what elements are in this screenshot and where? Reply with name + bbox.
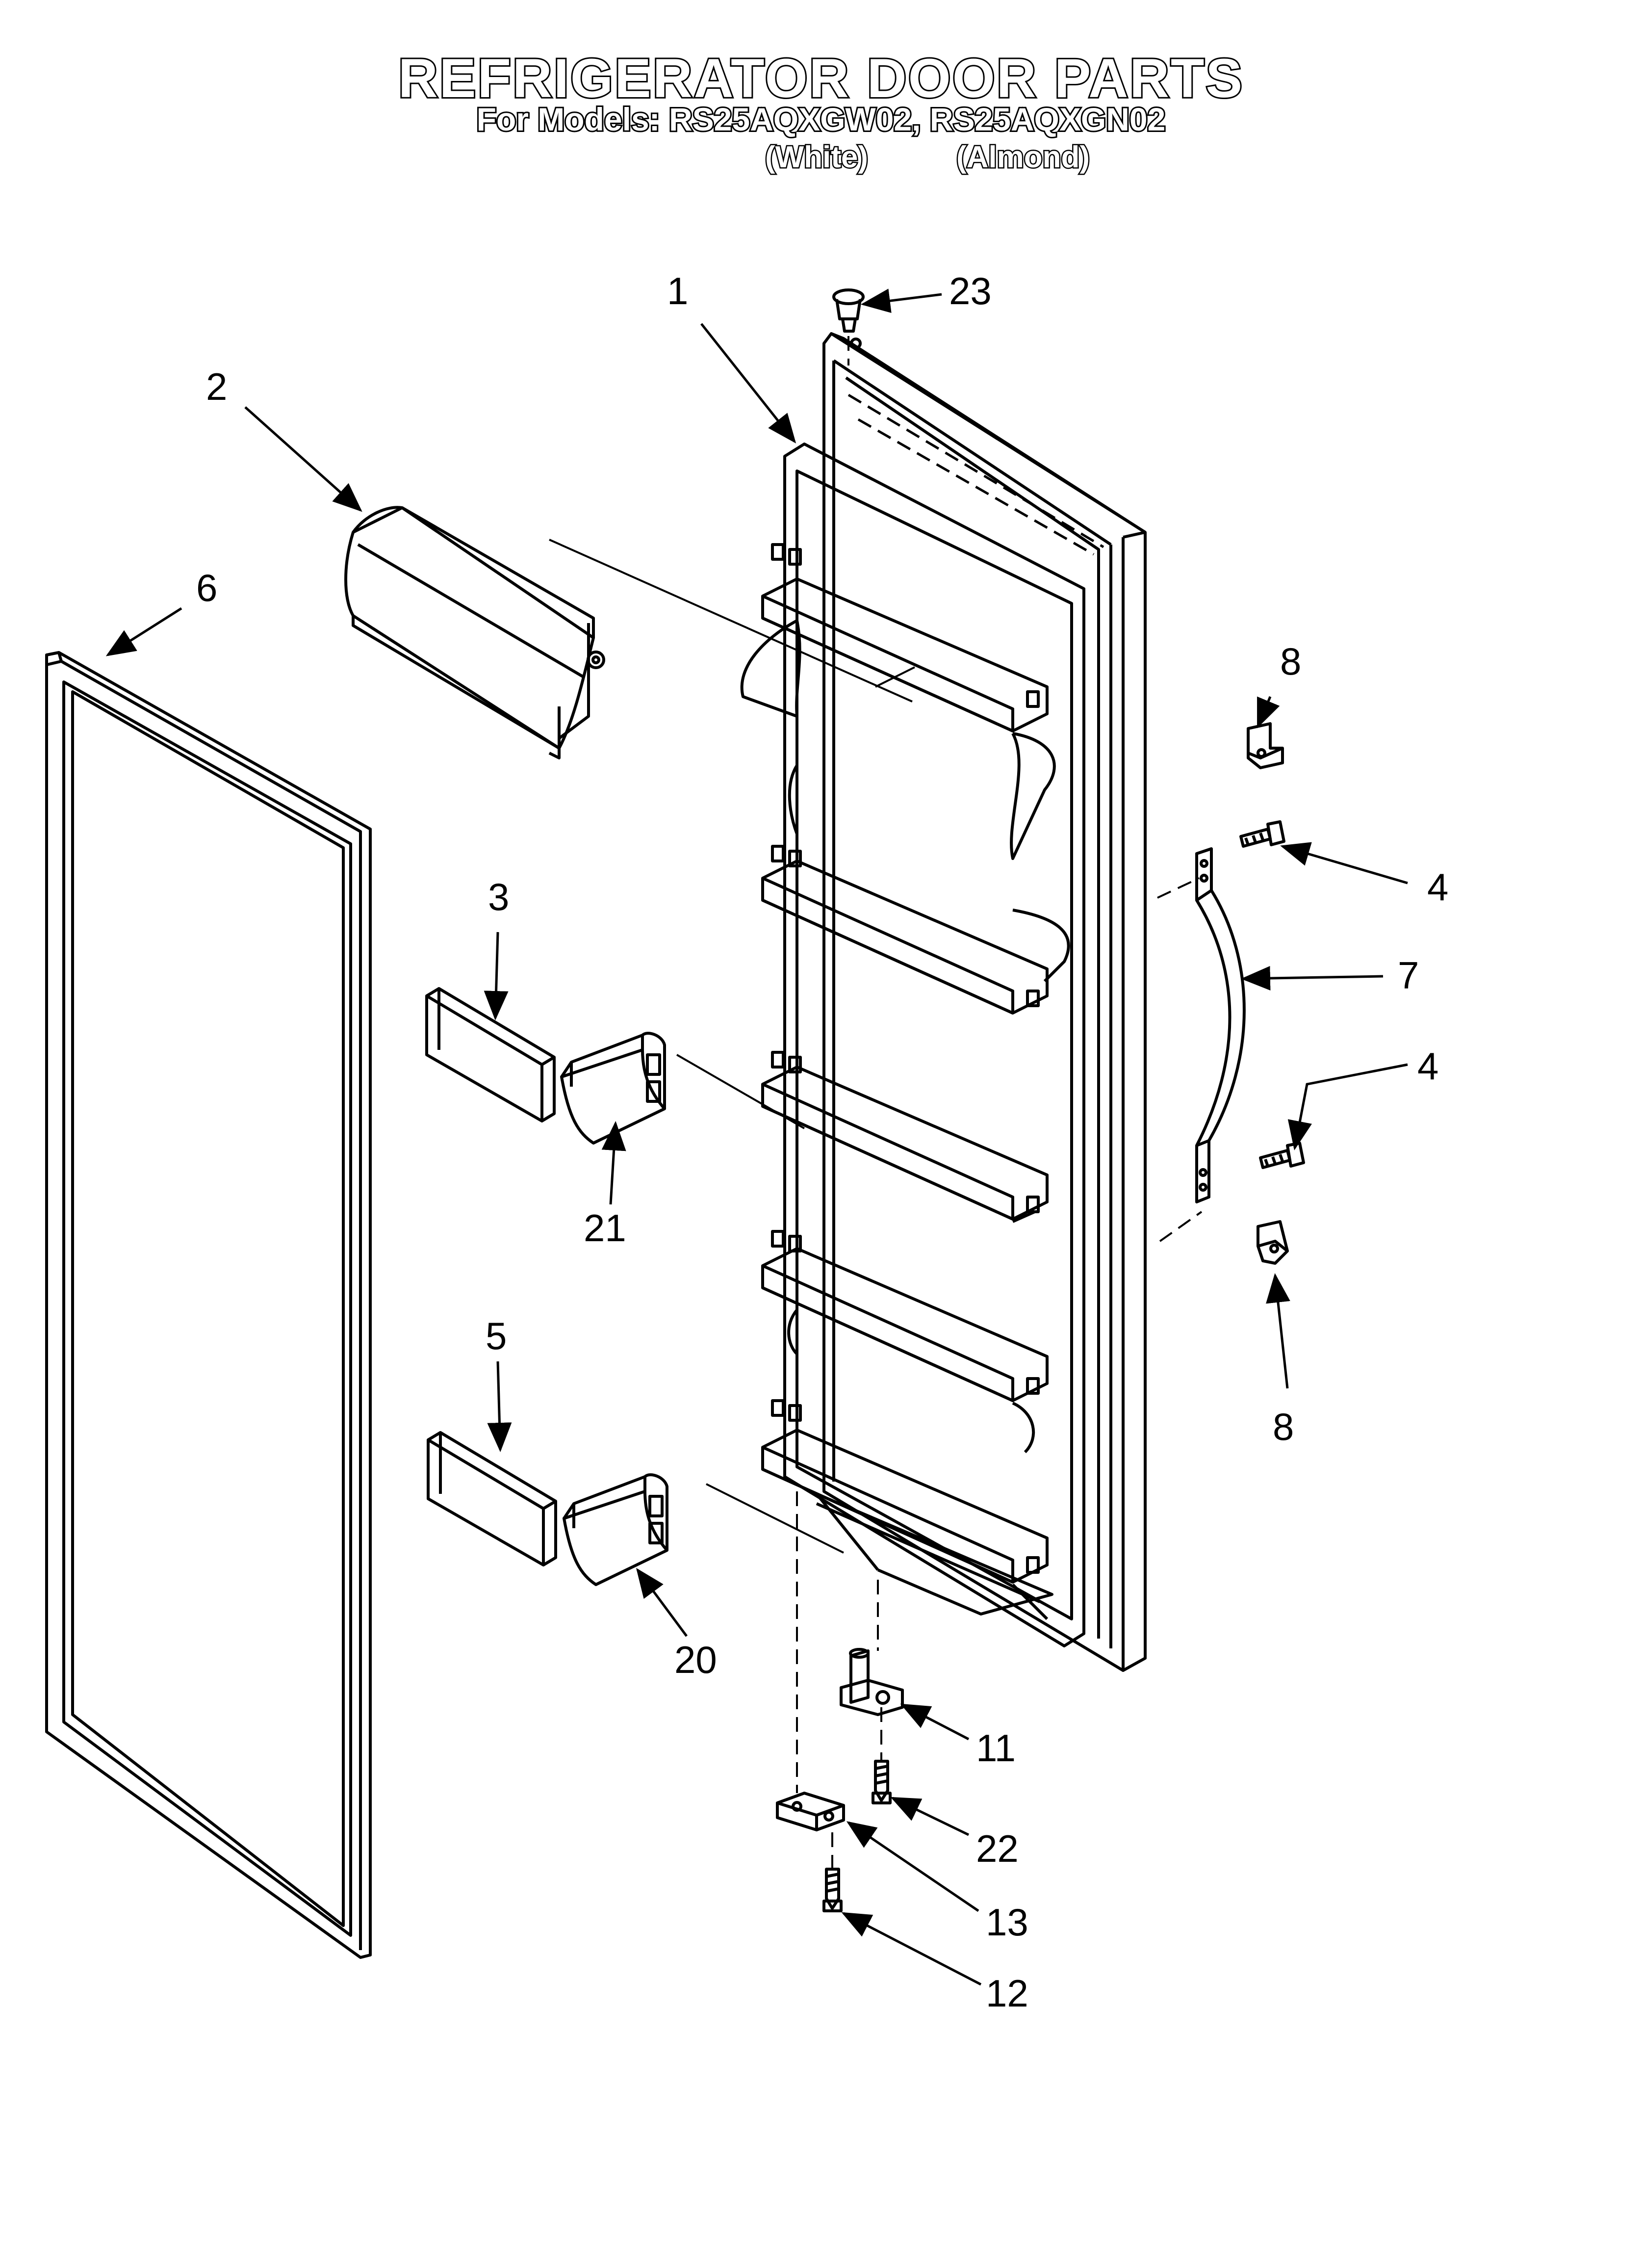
callout-1: 1 [667,269,688,313]
door-stop-plug [832,288,865,333]
hinge-shim [776,1792,845,1831]
callout-12: 12 [986,1972,1028,2015]
assembly-lines [549,336,1203,1869]
variant-white: (White) [764,139,869,176]
door-liner [740,332,1147,1672]
handle-mount-bracket-top [1247,722,1284,769]
shelf-trim-5 [427,1431,557,1566]
callout-7: 7 [1398,954,1419,997]
handle-mount-bracket-bottom [1257,1220,1289,1265]
callout-2: 2 [206,365,227,408]
callout-8-bottom: 8 [1273,1405,1294,1448]
shelf-end-cap-20 [563,1473,668,1586]
callout-5: 5 [486,1314,507,1357]
callout-23: 23 [949,269,992,313]
door-handle [1195,847,1246,1203]
door-gasket [45,651,372,1959]
shelf-trim-3 [425,987,556,1122]
callout-3: 3 [488,875,509,918]
callout-4-bottom: 4 [1417,1044,1438,1088]
model-numbers: For Models: RS25AQXGW02, RS25AQXGN02 [475,100,1167,139]
hinge-pin-bracket [840,1648,904,1716]
callout-20: 20 [674,1638,717,1681]
page-title: REFRIGERATOR DOOR PARTS [397,46,1244,110]
callout-21: 21 [584,1206,626,1250]
callout-6: 6 [196,566,217,609]
variant-almond: (Almond) [955,139,1091,176]
handle-screw-bottom [1259,1142,1305,1169]
callout-8-top: 8 [1280,640,1301,683]
callout-13: 13 [986,1901,1028,1944]
callout-4-top: 4 [1427,865,1448,909]
callout-11: 11 [976,1726,1016,1770]
handle-screw-top [1239,820,1285,848]
shelf-end-cap-21 [560,1032,666,1145]
cover [344,506,605,759]
leader-arrows [105,288,1408,1986]
hinge-shim-screw [822,1868,843,1912]
callout-labels: 1 2 3 4 4 5 6 7 8 8 11 12 13 20 21 22 23 [196,269,1448,2015]
callout-22: 22 [976,1827,1019,1870]
hinge-screw [872,1760,892,1804]
